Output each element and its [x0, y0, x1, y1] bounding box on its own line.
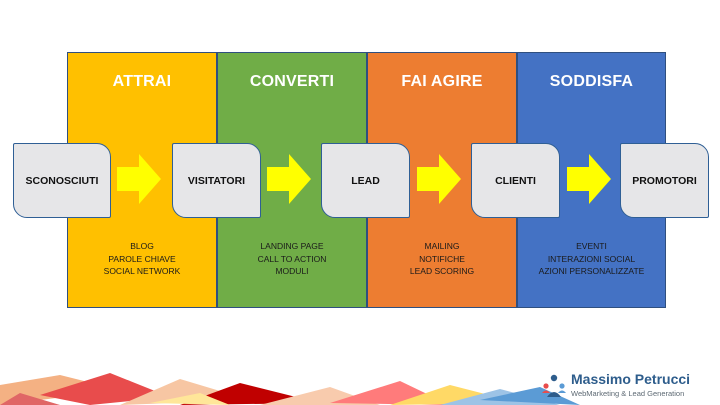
brand-name: Massimo Petrucci	[571, 371, 691, 387]
column-title: ATTRAI	[112, 73, 172, 90]
stage-clienti: CLIENTI	[471, 143, 560, 218]
footer-decoration	[0, 373, 580, 405]
arrow-right-icon	[567, 154, 611, 204]
column-title: SODDISFA	[549, 73, 634, 90]
column-item: INTERAZIONI SOCIAL	[547, 253, 636, 264]
stage-visitatori: VISITATORI	[172, 143, 261, 218]
column-item: MAILING	[424, 241, 460, 251]
column-item: EVENTI	[576, 241, 607, 251]
arrow-right-icon	[117, 154, 161, 204]
column-item: NOTIFICHE	[419, 253, 465, 264]
column-items: BLOG PAROLE CHIAVE SOCIAL NETWORK	[68, 240, 216, 278]
column-item: LEAD SCORING	[409, 266, 475, 276]
stage-promotori: PROMOTORI	[620, 143, 709, 218]
column-item: PAROLE CHIAVE	[108, 253, 176, 264]
column-title: CONVERTI	[249, 73, 335, 90]
arrow-right-icon	[417, 154, 461, 204]
column-item: AZIONI PERSONALIZZATE	[538, 266, 645, 276]
column-item: SOCIAL NETWORK	[103, 266, 181, 276]
column-item: BLOG	[130, 241, 154, 251]
column-item: CALL TO ACTION	[257, 253, 327, 264]
brand-logo-block: Massimo Petrucci WebMarketing & Lead Gen…	[537, 371, 712, 401]
column-item: LANDING PAGE	[260, 241, 324, 251]
arrow-right-icon	[267, 154, 311, 204]
people-network-logo	[542, 374, 566, 397]
column-items: MAILING NOTIFICHE LEAD SCORING	[368, 240, 516, 278]
column-items: EVENTI INTERAZIONI SOCIAL AZIONI PERSONA…	[518, 240, 665, 278]
stage-lead: LEAD	[321, 143, 410, 218]
column-title: FAI AGIRE	[401, 73, 483, 90]
brand-tagline: WebMarketing & Lead Generation	[571, 389, 685, 398]
column-items: LANDING PAGE CALL TO ACTION MODULI	[218, 240, 366, 278]
stage-sconosciuti: SCONOSCIUTI	[13, 143, 111, 218]
column-item: MODULI	[275, 266, 309, 276]
